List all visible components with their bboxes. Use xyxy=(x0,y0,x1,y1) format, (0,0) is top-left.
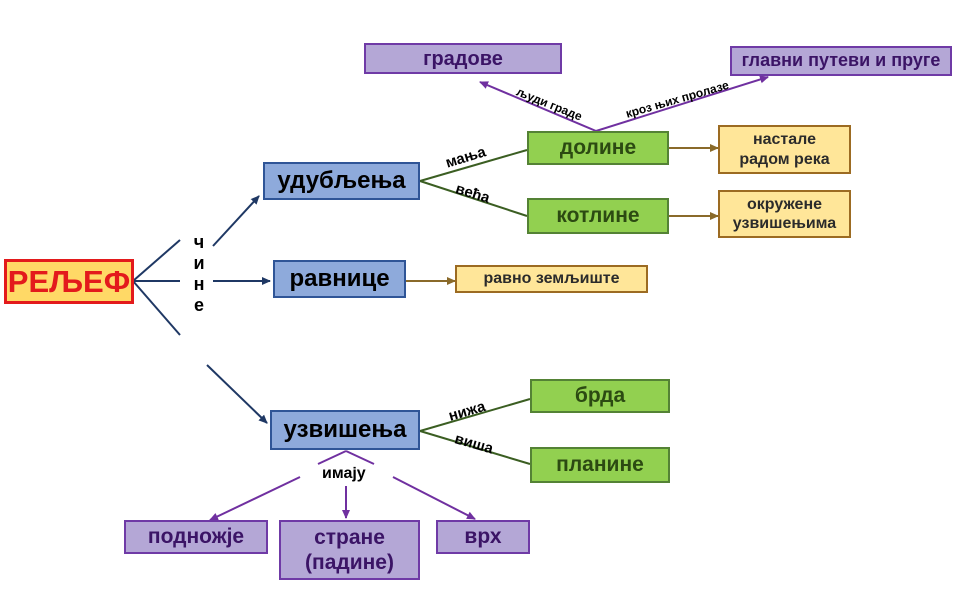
arrow-uzvisenja-podnozje xyxy=(209,476,301,521)
label-chine: ч и н е xyxy=(193,232,205,315)
node-kotline: котлине xyxy=(527,198,669,234)
node-strane: стране (падине) xyxy=(279,520,420,580)
node-ravnice: равнице xyxy=(273,260,406,298)
edge-reljef-chine-bottom xyxy=(132,280,181,336)
node-nastale: настале радом река xyxy=(718,125,851,174)
edge-udubljenja-doline xyxy=(419,149,528,182)
node-okruzene: окружене узвишењима xyxy=(718,190,851,238)
arrow-uzvisenja-vrh xyxy=(392,476,476,520)
arrow-doline-gradove xyxy=(479,81,597,132)
node-planine: планине xyxy=(530,447,670,483)
arrow-to-uzvisenja xyxy=(206,364,268,424)
node-gradove: градове xyxy=(364,43,562,74)
edge-uzvisenja-planine xyxy=(419,430,531,465)
label-imaju: имају xyxy=(322,465,366,482)
node-reljef: РЕЉЕФ xyxy=(4,259,134,304)
node-ravno: равно земљиште xyxy=(455,265,648,293)
node-vrh: врх xyxy=(436,520,530,554)
node-putevi: главни путеви и пруге xyxy=(730,46,952,76)
node-udubljenja: удубљења xyxy=(263,162,420,200)
arrow-to-udubljenja xyxy=(212,195,260,247)
node-podnozje: подножје xyxy=(124,520,268,554)
connector-uzvisenja-imaju-left xyxy=(317,450,347,465)
node-uzvisenja: узвишења xyxy=(270,410,420,450)
node-brda: брда xyxy=(530,379,670,413)
edge-udubljenja-kotline xyxy=(419,180,528,217)
edge-reljef-chine-top xyxy=(132,239,181,282)
node-doline: долине xyxy=(527,131,669,165)
connector-uzvisenja-imaju-right xyxy=(345,450,375,465)
arrow-doline-putevi xyxy=(595,75,769,132)
edge-uzvisenja-brda xyxy=(419,398,531,432)
